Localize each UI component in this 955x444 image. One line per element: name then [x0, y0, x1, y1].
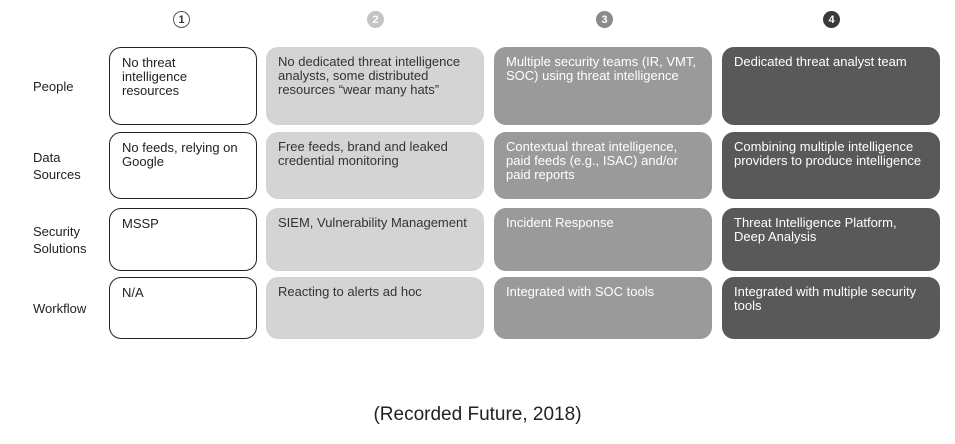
cell-security-solutions-level-2: SIEM, Vulnerability Management [266, 208, 484, 271]
level-3-badge: 3 [596, 11, 613, 28]
cell-people-level-3: Multiple security teams (IR, VMT, SOC) u… [494, 47, 712, 125]
cell-data-sources-level-1: No feeds, relying on Google [109, 132, 257, 199]
cell-data-sources-level-2: Free feeds, brand and leaked credential … [266, 132, 484, 199]
source-caption: (Recorded Future, 2018) [373, 404, 582, 425]
level-2-badge: 2 [367, 11, 384, 28]
cell-workflow-level-1: N/A [109, 277, 257, 339]
level-4-badge: 4 [823, 11, 840, 28]
cell-people-level-4: Dedicated threat analyst team [722, 47, 940, 125]
cell-data-sources-level-3: Contextual threat intelligence, paid fee… [494, 132, 712, 199]
cell-security-solutions-level-3: Incident Response [494, 208, 712, 271]
cell-data-sources-level-4: Combining multiple intelligence provider… [722, 132, 940, 199]
cell-workflow-level-3: Integrated with SOC tools [494, 277, 712, 339]
cell-people-level-1: No threat intelligence resources [109, 47, 257, 125]
row-label-people: People [33, 78, 74, 94]
level-1-badge: 1 [173, 11, 190, 28]
cell-workflow-level-2: Reacting to alerts ad hoc [266, 277, 484, 339]
cell-people-level-2: No dedicated threat intelligence analyst… [266, 47, 484, 125]
cell-workflow-level-4: Integrated with multiple security tools [722, 277, 940, 339]
row-label-data-sources: Data Sources [33, 149, 81, 182]
row-label-workflow: Workflow [33, 300, 87, 316]
cell-security-solutions-level-4: Threat Intelligence Platform, Deep Analy… [722, 208, 940, 271]
cell-security-solutions-level-1: MSSP [109, 208, 257, 271]
row-label-security-solutions: Security Solutions [33, 223, 87, 256]
